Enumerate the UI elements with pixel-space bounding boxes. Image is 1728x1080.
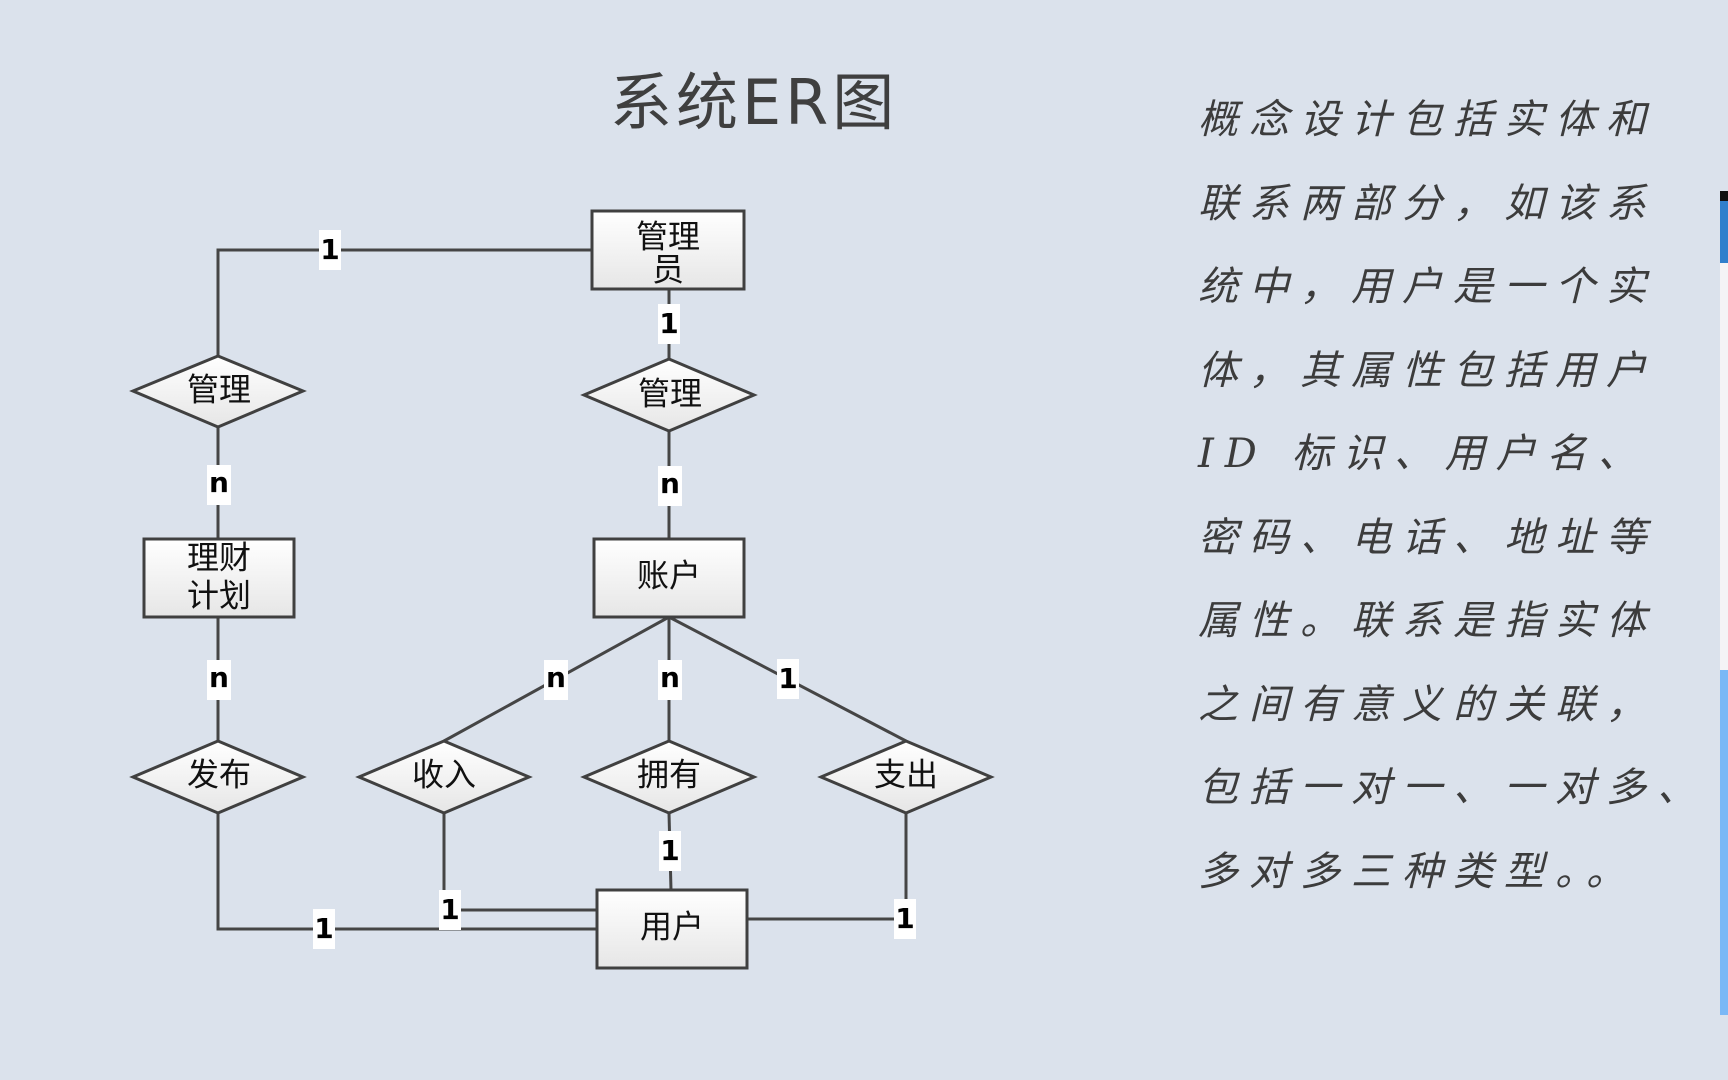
side-panel-footer — [1720, 670, 1728, 1015]
cardinality-own-user: 1 — [659, 831, 681, 871]
description-line: 联系两部分，如该系 — [1198, 180, 1657, 227]
relationship-expense: 支出 — [817, 739, 995, 815]
description-line: 体，其属性包括用户 — [1198, 347, 1657, 394]
connector-admin-manage-plan — [216, 248, 592, 356]
cardinality-manage-account-account: n — [658, 466, 682, 506]
side-panel-header — [1720, 201, 1728, 263]
entity-plan-label-line2: 计划 — [187, 577, 251, 615]
relationship-expense-label: 支出 — [874, 756, 938, 794]
description-line: ID 标识、用户名、 — [1198, 431, 1649, 477]
entity-plan: 理财 计划 — [142, 537, 296, 619]
cardinality-admin-manage-plan: 1 — [319, 230, 341, 270]
side-panel-edge[interactable] — [1720, 191, 1728, 1015]
entity-account: 账户 — [592, 537, 746, 619]
connector-income-user — [442, 813, 597, 912]
entity-user: 用户 — [595, 888, 749, 970]
svg-text:1: 1 — [895, 902, 914, 935]
cardinality-admin-manage-account: 1 — [658, 304, 680, 344]
relationship-manage-account: 管理 — [580, 357, 758, 433]
svg-text:n: n — [546, 661, 566, 694]
description-line: 之间有意义的关联， — [1198, 681, 1657, 728]
cardinality-account-own: n — [658, 660, 682, 700]
relationship-own: 拥有 — [580, 739, 758, 815]
entity-user-label: 用户 — [640, 908, 704, 946]
cardinality-manage-plan-plan: n — [207, 465, 231, 505]
description-line: 密码、电话、地址等 — [1198, 514, 1657, 561]
relationship-manage-account-label: 管理 — [638, 375, 702, 413]
entity-admin-label-line2: 员 — [652, 251, 684, 289]
relationship-income: 收入 — [355, 739, 533, 815]
relationship-own-label: 拥有 — [637, 756, 701, 794]
cardinality-expense-user: 1 — [894, 899, 916, 939]
svg-text:n: n — [660, 661, 680, 694]
entity-plan-label-line1: 理财 — [187, 539, 251, 577]
connector-expense-user — [747, 813, 908, 921]
relationship-manage-plan: 管理 — [129, 354, 307, 429]
svg-text:1: 1 — [659, 307, 678, 340]
cardinality-account-income: n — [544, 660, 568, 700]
svg-text:1: 1 — [778, 662, 797, 695]
cardinality-account-expense: 1 — [777, 659, 799, 699]
cardinality-publish-user: 1 — [313, 909, 335, 949]
description-text: 概念设计包括实体和 联系两部分，如该系 统中，用户是一个实 体，其属性包括用户 … — [1198, 90, 1698, 925]
diagram-title: 系统ER图 — [610, 66, 899, 139]
relationship-income-label: 收入 — [412, 756, 476, 794]
side-panel-body — [1720, 263, 1728, 670]
relationship-manage-plan-label: 管理 — [187, 371, 251, 409]
description-line: 多对多三种类型。。 — [1198, 848, 1637, 895]
connector-publish-user — [216, 813, 597, 931]
entity-account-label: 账户 — [637, 557, 701, 595]
er-diagram: 管理 员 理财 计划 账户 用户 管理 管理 发布 收入 拥有 支出 — [129, 209, 995, 970]
description-line: 统中，用户是一个实 — [1198, 264, 1657, 310]
side-panel-titlebar — [1720, 191, 1728, 201]
description-line: 概念设计包括实体和 — [1198, 97, 1657, 143]
cardinality-plan-publish: n — [207, 660, 231, 700]
svg-text:1: 1 — [440, 893, 459, 926]
entity-admin-label-line1: 管理 — [636, 218, 700, 256]
entity-admin: 管理 员 — [590, 209, 746, 291]
cardinality-labels: 1 n 1 n n 1 n 1 — [207, 230, 916, 949]
description-line: 包括一对一、一对多、 — [1198, 765, 1708, 811]
svg-text:n: n — [209, 661, 229, 694]
svg-text:1: 1 — [660, 834, 679, 867]
relationship-publish-label: 发布 — [187, 756, 251, 794]
svg-text:1: 1 — [320, 233, 339, 266]
svg-text:n: n — [209, 466, 229, 499]
connectors — [216, 248, 908, 931]
svg-text:n: n — [660, 467, 680, 500]
cardinality-income-user: 1 — [439, 890, 461, 930]
relationship-publish: 发布 — [129, 739, 307, 815]
description-line: 属性。联系是指实体 — [1198, 598, 1657, 644]
svg-text:1: 1 — [314, 912, 333, 945]
